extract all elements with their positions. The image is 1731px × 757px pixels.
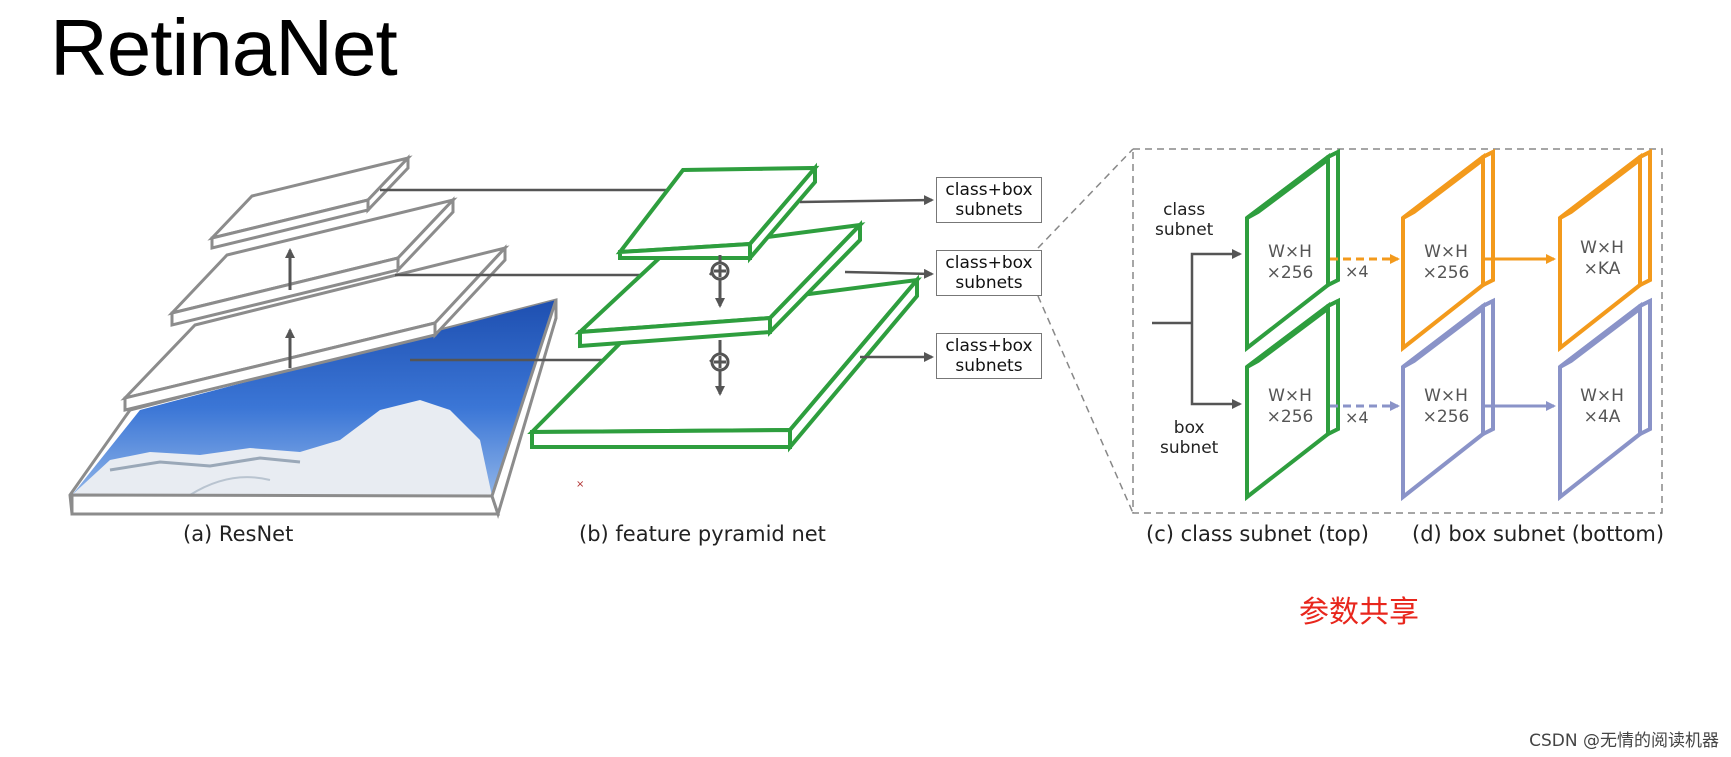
resnet-layer-c3 xyxy=(120,244,510,412)
plate-dim-line: W×H xyxy=(1268,242,1312,262)
plate-dim-line: ×256 xyxy=(1266,407,1314,427)
resnet-layer-c5 xyxy=(207,154,413,250)
input-image-plate xyxy=(68,298,558,519)
subnet-box-label: class+box xyxy=(945,180,1033,200)
subnet-box-p3: class+box subnets xyxy=(936,333,1042,379)
subnet-box-label: class+box xyxy=(945,253,1033,273)
class-repeat-label: ×4 xyxy=(1345,262,1369,281)
resnet-stack xyxy=(68,154,558,519)
class-subnet-label-line: subnet xyxy=(1155,220,1214,240)
caption-fpn: (b) feature pyramid net xyxy=(579,522,826,546)
plate-dim-line: W×H xyxy=(1580,386,1624,406)
subnet-box-label: subnets xyxy=(955,356,1023,376)
page-title: RetinaNet xyxy=(50,3,398,92)
plate-dim-line: ×4A xyxy=(1583,407,1621,427)
caption-class-subnet: (c) class subnet (top) xyxy=(1146,522,1369,546)
box-subnet-label-line: box xyxy=(1173,418,1205,438)
box-subnet-label-line: subnet xyxy=(1160,438,1219,458)
class-subnet-label-line: class xyxy=(1163,200,1206,220)
box-plate-out xyxy=(1558,297,1652,502)
box-mid-dims: W×H ×256 xyxy=(1411,386,1481,428)
top-down-path xyxy=(710,255,730,396)
watermark: CSDN @无情的阅读机器 xyxy=(1529,731,1719,751)
fpn-to-subnet-arrows xyxy=(799,195,934,362)
plate-dim-line: W×H xyxy=(1424,386,1468,406)
svg-text:×: × xyxy=(576,479,584,490)
fpn-stack xyxy=(527,162,922,453)
fpn-level-p5 xyxy=(615,162,820,264)
box-plate-in xyxy=(1245,297,1340,502)
box-subnet-label: box subnet xyxy=(1160,418,1218,458)
class-out-dims: W×H ×KA xyxy=(1567,238,1637,280)
class-plate-out xyxy=(1558,148,1652,353)
plate-dim-line: ×256 xyxy=(1266,263,1314,283)
class-plate-in xyxy=(1245,148,1340,353)
plate-dim-line: ×256 xyxy=(1422,407,1470,427)
class-plate-mid xyxy=(1401,148,1495,353)
subnet-box-label: class+box xyxy=(945,336,1033,356)
plate-dim-line: W×H xyxy=(1580,238,1624,258)
subnet-box-label: subnets xyxy=(955,273,1023,293)
subnet-box-p4: class+box subnets xyxy=(936,250,1042,296)
resnet-layer-c4 xyxy=(167,196,458,327)
box-out-dims: W×H ×4A xyxy=(1567,386,1637,428)
class-subnet-label: class subnet xyxy=(1155,200,1213,240)
box-repeat-label: ×4 xyxy=(1345,408,1369,427)
caption-box-subnet: (d) box subnet (bottom) xyxy=(1412,522,1665,546)
caption-resnet: (a) ResNet xyxy=(183,522,294,546)
box-plate-mid xyxy=(1401,297,1495,502)
plate-dim-line: W×H xyxy=(1268,386,1312,406)
plate-dim-line: ×256 xyxy=(1422,263,1470,283)
plate-dim-line: W×H xyxy=(1424,242,1468,262)
subnet-branch-lines xyxy=(1152,249,1242,409)
plate-dim-line: ×KA xyxy=(1583,259,1621,279)
box-in-dims: W×H ×256 xyxy=(1255,386,1325,428)
class-mid-dims: W×H ×256 xyxy=(1411,242,1481,284)
subnet-detail-frame xyxy=(1037,148,1663,514)
shared-params-note: 参数共享 xyxy=(1299,595,1419,630)
subnet-box-label: subnets xyxy=(955,200,1023,220)
class-in-dims: W×H ×256 xyxy=(1255,242,1325,284)
subnet-box-p5: class+box subnets xyxy=(936,177,1042,223)
